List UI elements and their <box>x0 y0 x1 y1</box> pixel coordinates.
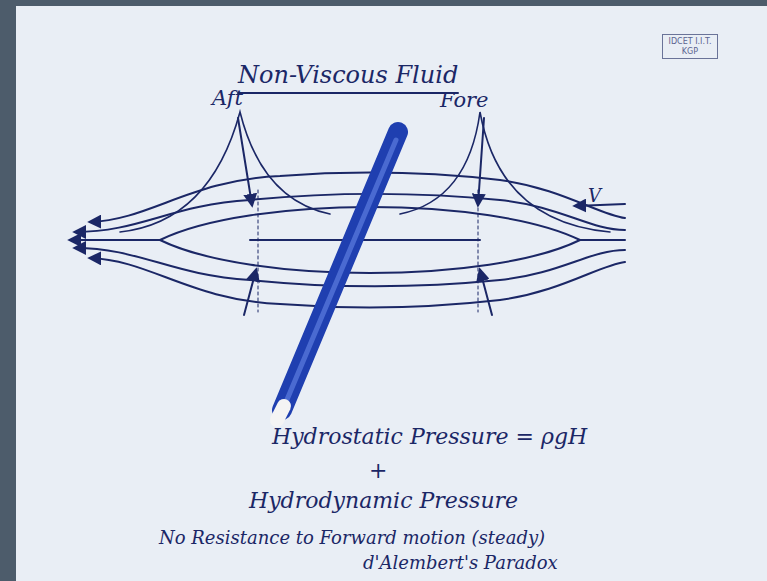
velocity-label: V <box>588 186 601 207</box>
stamp-text: IDCET I.I.T. KGP <box>669 37 712 56</box>
note-text: No Resistance to Forward motion (steady) <box>159 528 545 549</box>
pressure-arrow <box>480 270 492 315</box>
station-line <box>258 190 259 312</box>
station-line <box>478 190 479 312</box>
title-underline <box>238 92 458 94</box>
operator-sign: + <box>369 458 387 483</box>
pressure-arrow <box>478 118 484 205</box>
body-centre-line <box>250 239 480 241</box>
title-text: Non-Viscous Fluid <box>238 62 458 90</box>
note-text: d'Alembert's Paradox <box>363 553 558 574</box>
stamp-box: IDCET I.I.T. KGP <box>662 34 718 59</box>
streamline <box>90 258 625 307</box>
equation-text: Hydrodynamic Pressure <box>249 488 518 513</box>
pressure-curve <box>120 112 330 232</box>
pressure-curve <box>400 112 610 232</box>
pen <box>277 132 398 420</box>
equation-text: Hydrostatic Pressure = ρgH <box>272 424 587 449</box>
pressure-arrow <box>244 270 256 315</box>
pressure-arrow <box>238 118 252 205</box>
position-label: Fore <box>440 88 489 112</box>
stagnation-streamline <box>70 239 160 241</box>
stagnation-streamline <box>580 239 625 241</box>
position-label: Aft <box>212 86 243 110</box>
